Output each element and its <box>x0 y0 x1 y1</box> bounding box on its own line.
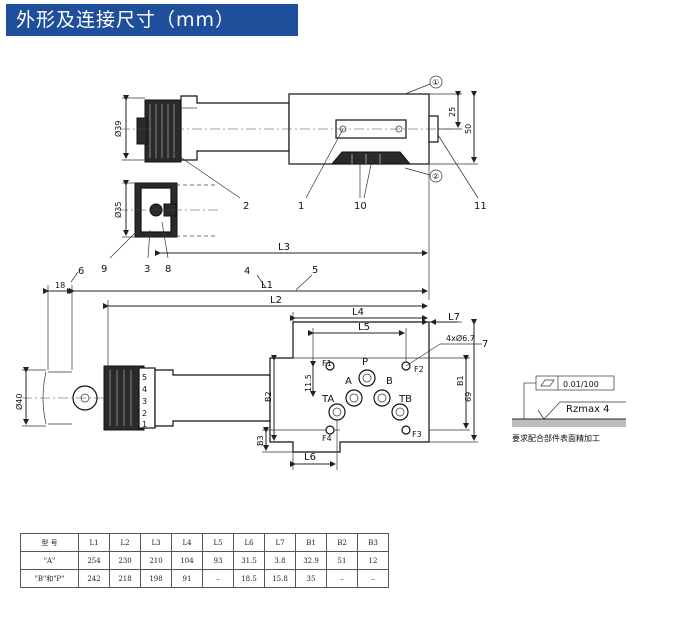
svg-text:B1: B1 <box>456 375 465 386</box>
svg-text:Ø39: Ø39 <box>113 121 123 137</box>
dimension-table: 型 号 L1 L2 L3 L4 L5 L6 L7 B1 B2 B3 "A" 25… <box>20 533 389 588</box>
table-cell: 18.5 <box>233 569 265 588</box>
svg-text:L4: L4 <box>352 307 364 318</box>
svg-text:3: 3 <box>144 264 150 275</box>
table-header: L5 <box>202 533 234 552</box>
svg-text:4: 4 <box>142 385 147 394</box>
table-cell: 210 <box>140 551 172 570</box>
table-header-row: 型 号 L1 L2 L3 L4 L5 L6 L7 B1 B2 B3 <box>20 533 389 552</box>
table-header: L1 <box>78 533 110 552</box>
table-cell: 32.9 <box>295 551 327 570</box>
svg-text:A: A <box>345 376 352 387</box>
svg-text:P: P <box>362 357 368 368</box>
svg-text:1: 1 <box>142 420 147 429</box>
svg-text:Ø35: Ø35 <box>113 202 123 218</box>
svg-text:F4: F4 <box>322 434 332 443</box>
length-dimensions: L3 L1 4 L2 5 18 6 <box>43 164 430 370</box>
svg-text:0.01/100: 0.01/100 <box>563 380 599 389</box>
surface-finish-symbol: 0.01/100 Rzmax 4 要求配合部件表面精加工 <box>512 375 626 443</box>
top-dimensions: Ø39 25 50 <box>113 91 478 165</box>
svg-text:B3: B3 <box>256 435 265 446</box>
svg-text:3: 3 <box>142 397 147 406</box>
table-header: B3 <box>357 533 389 552</box>
svg-text:TA: TA <box>321 394 334 405</box>
svg-text:Ø40: Ø40 <box>14 394 24 410</box>
knob-end-view: Ø35 9 3 8 <box>101 180 218 275</box>
table-row: "A" 254 230 210 104 93 31.5 3.8 32.9 51 … <box>20 551 389 570</box>
table-cell: 198 <box>140 569 172 588</box>
table-cell: 31.5 <box>233 551 265 570</box>
svg-text:69: 69 <box>464 392 473 402</box>
table-header: B1 <box>295 533 327 552</box>
svg-text:2: 2 <box>243 201 249 212</box>
svg-text:L5: L5 <box>358 322 370 333</box>
adjust-knob <box>144 99 182 163</box>
table-cell: 15.8 <box>264 569 296 588</box>
svg-text:50: 50 <box>464 124 473 134</box>
svg-text:①: ① <box>432 78 439 87</box>
table-row: "B"和"P" 242 218 198 91 – 18.5 15.8 35 – … <box>20 569 389 588</box>
svg-text:11: 11 <box>474 201 487 212</box>
svg-text:TB: TB <box>398 394 412 405</box>
table-cell: 35 <box>295 569 327 588</box>
table-cell: – <box>357 569 389 588</box>
table-cell: "A" <box>20 551 79 570</box>
svg-text:8: 8 <box>165 264 171 275</box>
svg-text:18: 18 <box>55 281 65 290</box>
page-title: 外形及连接尺寸（mm） <box>6 4 298 36</box>
front-dimensions: L4 L5 L7 4xØ6.7 7 11.5 B1 69 B2 B3 L6 <box>256 307 488 470</box>
svg-text:4xØ6.7: 4xØ6.7 <box>446 333 475 343</box>
svg-text:B: B <box>386 376 393 387</box>
table-cell: 254 <box>78 551 110 570</box>
svg-text:L2: L2 <box>270 295 282 306</box>
table-cell: 12 <box>357 551 389 570</box>
table-cell: 93 <box>202 551 234 570</box>
table-cell: "B"和"P" <box>20 569 79 588</box>
svg-text:F1: F1 <box>322 359 332 368</box>
front-view: Ø40 5 4 3 2 1 P A B TA TB F1 F2 F3 F4 <box>14 321 430 453</box>
svg-text:11.5: 11.5 <box>304 374 313 392</box>
table-cell: 51 <box>326 551 358 570</box>
svg-text:10: 10 <box>354 201 367 212</box>
table-cell: 218 <box>109 569 141 588</box>
table-cell: 104 <box>171 551 203 570</box>
table-header: L6 <box>233 533 265 552</box>
table-cell: 3.8 <box>264 551 296 570</box>
svg-text:Rzmax 4: Rzmax 4 <box>566 404 610 415</box>
svg-text:4: 4 <box>244 266 250 277</box>
svg-text:1: 1 <box>298 201 304 212</box>
svg-text:L1: L1 <box>261 280 273 291</box>
top-callouts: ① ② 1 10 11 2 <box>169 75 487 212</box>
svg-text:B2: B2 <box>264 391 273 402</box>
table-cell: 230 <box>109 551 141 570</box>
svg-text:5: 5 <box>312 265 318 276</box>
svg-text:25: 25 <box>448 107 457 117</box>
table-header: L2 <box>109 533 141 552</box>
svg-text:L6: L6 <box>304 452 316 463</box>
svg-text:5: 5 <box>142 373 147 382</box>
table-cell: – <box>326 569 358 588</box>
svg-text:2: 2 <box>142 409 147 418</box>
table-header: 型 号 <box>20 533 79 552</box>
table-header: L4 <box>171 533 203 552</box>
table-header: L7 <box>264 533 296 552</box>
svg-text:F2: F2 <box>414 365 424 374</box>
bottom-plug <box>330 151 412 165</box>
svg-text:6: 6 <box>78 266 84 277</box>
svg-text:L3: L3 <box>278 242 290 253</box>
table-cell: – <box>202 569 234 588</box>
svg-text:②: ② <box>432 172 439 181</box>
svg-text:9: 9 <box>101 264 107 275</box>
svg-text:F3: F3 <box>412 430 422 439</box>
table-cell: 242 <box>78 569 110 588</box>
svg-text:L7: L7 <box>448 312 460 323</box>
svg-text:要求配合部件表面精加工: 要求配合部件表面精加工 <box>512 433 600 443</box>
table-header: L3 <box>140 533 172 552</box>
svg-text:7: 7 <box>482 339 488 350</box>
table-header: B2 <box>326 533 358 552</box>
top-view <box>120 93 450 165</box>
table-cell: 91 <box>171 569 203 588</box>
